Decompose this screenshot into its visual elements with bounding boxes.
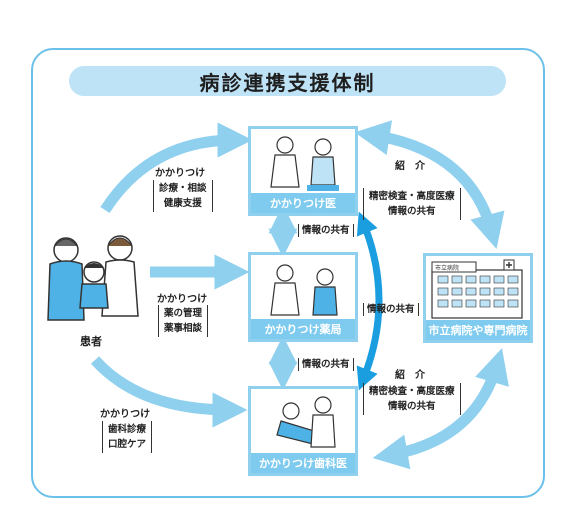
referral-upper-item: 精密検査・高度医療 [369,191,455,202]
dentist-illustration [276,396,336,448]
doctor-illustration [270,136,339,191]
pharmacy-box: かかりつけ薬局 [248,252,358,342]
doctor-service-heading: かかりつけ [155,168,206,179]
pharmacy-service-heading: かかりつけ [157,294,208,305]
hospital-sign: 市立病院 [435,264,459,272]
pharmacy-box-label: かかりつけ薬局 [251,319,355,339]
referral-upper-heading: 紹 介 [395,161,425,172]
dentist-box-label: かかりつけ歯科医 [251,453,355,473]
doctor-service-list: 診療・相談 健康支援 [153,180,213,212]
patients-illustration [47,235,139,321]
diagram-title: 病診連携支援体制 [69,66,506,96]
pharmacy-service-list: 薬の管理 薬事相談 [158,305,209,337]
arrow-dentist-hospital [372,348,509,470]
doctor-service-item: 診療・相談 [159,183,207,194]
dentist-service-item: 歯科診療 [108,424,147,435]
dentist-service-list: 歯科診療 口腔ケア [102,421,153,453]
referral-upper-item: 情報の共有 [388,206,436,217]
referral-lower-heading: 紹 介 [395,370,425,381]
dentist-service-item: 口腔ケア [108,439,147,450]
arrow-doctor-dentist [356,211,383,391]
hospital-illustration: 市立病院 [431,259,523,319]
arrow-patient-to-doctor [100,122,253,213]
dentist-box: かかりつけ歯科医 [248,386,358,476]
arrow-patient-to-dentist [90,356,248,428]
doctor-box-label: かかりつけ医 [251,193,355,213]
info-share-pharmacy-dentist: 情報の共有 [298,358,354,371]
arrow-doctor-hospital [354,120,505,249]
referral-lower-list: 精密検査・高度医療 情報の共有 [363,383,461,415]
patient-label: 患者 [80,335,102,348]
pharmacy-service-item: 薬事相談 [164,323,203,334]
referral-upper-list: 精密検査・高度医療 情報の共有 [363,188,461,220]
referral-lower-item: 精密検査・高度医療 [369,386,455,397]
dentist-service-heading: かかりつけ [100,409,151,420]
doctor-service-item: 健康支援 [163,198,202,209]
pharmacist-illustration [270,264,338,316]
pharmacy-service-item: 薬の管理 [164,308,203,319]
referral-lower-item: 情報の共有 [388,401,436,412]
doctor-box: かかりつけ医 [248,126,358,216]
info-share-doctor-dentist: 情報の共有 [363,303,419,316]
hospital-box: 市立病院 市立病院や専門病院 [423,253,533,343]
info-share-doctor-pharmacy: 情報の共有 [298,224,354,237]
hospital-box-label: 市立病院や専門病院 [426,320,530,340]
